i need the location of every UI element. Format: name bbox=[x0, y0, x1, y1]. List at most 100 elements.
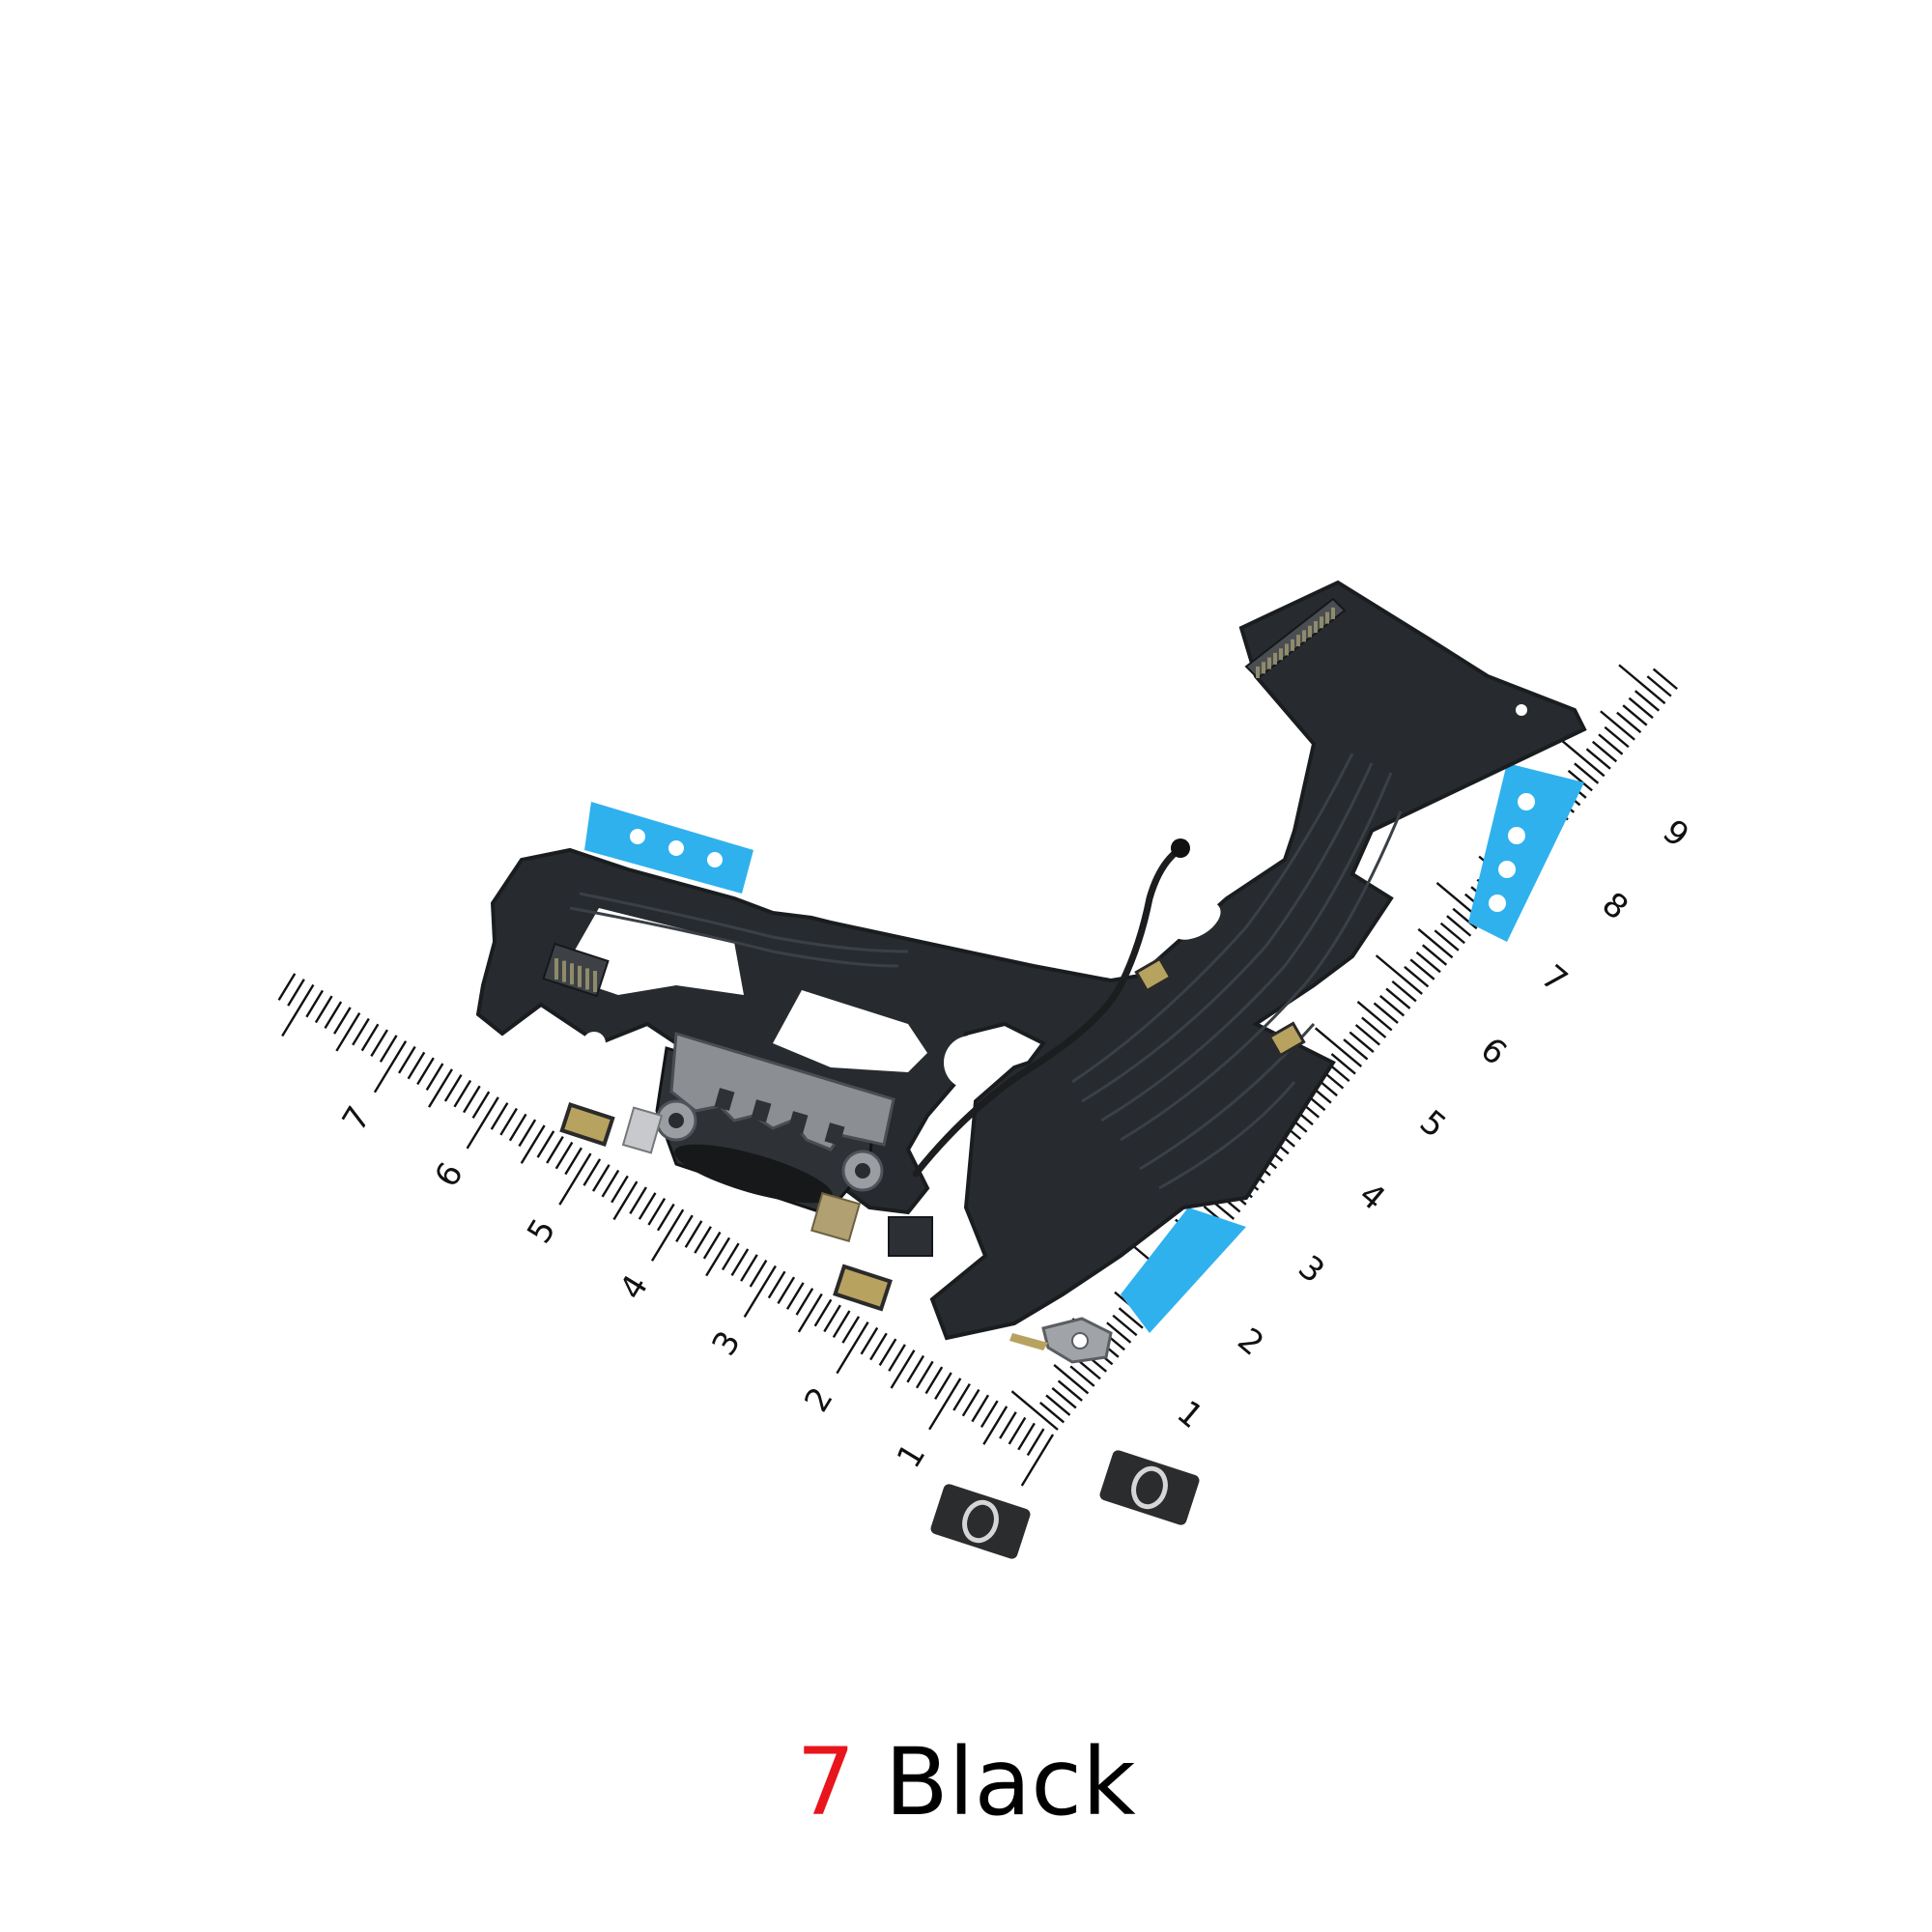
connector-pin bbox=[1279, 648, 1283, 661]
flex-traces bbox=[569, 753, 1403, 1190]
ruler-right-tick bbox=[1574, 762, 1600, 784]
ruler-right-tick bbox=[1557, 736, 1605, 778]
ruler-left-tick bbox=[795, 1288, 814, 1316]
ruler-left-tick bbox=[352, 1017, 370, 1046]
ruler-left-tick bbox=[740, 1254, 758, 1282]
caption-color-name: Black bbox=[884, 1728, 1136, 1836]
connector-pin bbox=[1296, 635, 1300, 647]
board-connector-left bbox=[542, 942, 610, 998]
ruler-left-tick bbox=[928, 1378, 962, 1431]
ruler-left-tick bbox=[934, 1372, 952, 1400]
ruler-left-tick bbox=[443, 1074, 463, 1102]
connector-pin bbox=[593, 971, 597, 992]
board-connector-top bbox=[1244, 597, 1347, 680]
ruler-left-tick bbox=[611, 1175, 629, 1204]
ruler-left-tick bbox=[767, 1270, 786, 1299]
connector-pin bbox=[1262, 662, 1265, 674]
ruler-left-tick bbox=[287, 979, 305, 1007]
flex-cutout-left bbox=[560, 908, 744, 995]
ruler-left-tick bbox=[518, 1119, 537, 1148]
connector-pin bbox=[585, 968, 589, 990]
antenna-connector bbox=[1171, 838, 1190, 858]
adhesive-strips bbox=[584, 763, 1584, 1333]
connector-pin bbox=[1267, 657, 1271, 669]
ruler-left-tick bbox=[335, 1012, 361, 1052]
ruler-right-tick bbox=[1616, 711, 1642, 734]
ruler-left-tick bbox=[841, 1316, 861, 1344]
ruler-left-tick bbox=[777, 1276, 796, 1305]
ruler-right-label: 1 bbox=[1170, 1393, 1210, 1436]
ruler-left-tick bbox=[694, 1226, 712, 1254]
mic-pads bbox=[559, 956, 1306, 1312]
ruler-right-tick bbox=[1045, 1394, 1071, 1416]
ruler-left-tick bbox=[520, 1124, 546, 1164]
ruler-left-tick bbox=[546, 1136, 564, 1164]
antenna-cable bbox=[912, 838, 1190, 1178]
port-opening bbox=[674, 1144, 833, 1204]
ruler-left-tick bbox=[277, 973, 297, 1001]
ruler-left-tick bbox=[373, 1040, 408, 1094]
ruler-left-tick bbox=[890, 1350, 916, 1389]
ruler-left-label: 2 bbox=[797, 1380, 840, 1418]
ruler-left-tick bbox=[1026, 1428, 1045, 1457]
ruler-left-tick bbox=[823, 1304, 841, 1333]
ruler-left-tick bbox=[1008, 1416, 1027, 1445]
ruler-right-tick bbox=[1618, 664, 1666, 705]
ruler-left-tick bbox=[961, 1388, 980, 1417]
ruler-right-tick bbox=[1330, 1053, 1356, 1075]
ruler-right-tick bbox=[1567, 769, 1593, 792]
ruler-right-label: 8 bbox=[1595, 885, 1635, 928]
ruler-right-tick bbox=[1349, 1031, 1375, 1053]
ruler-left-label: 4 bbox=[612, 1268, 656, 1306]
ruler-left-label: 5 bbox=[520, 1212, 563, 1250]
ruler-right-tick bbox=[1010, 1390, 1059, 1431]
ruler-left-tick bbox=[888, 1344, 906, 1372]
ground-bracket bbox=[1009, 1317, 1113, 1364]
ruler-left-tick bbox=[499, 1107, 518, 1136]
ruler-right-label: 9 bbox=[1655, 812, 1695, 856]
ruler-left-tick bbox=[1017, 1422, 1036, 1451]
ruler-left-tick bbox=[463, 1085, 481, 1114]
ruler-left-tick bbox=[324, 1001, 343, 1029]
ruler-right-tick bbox=[1652, 668, 1678, 691]
ruler-left-tick bbox=[982, 1406, 1009, 1445]
mic-pad-right bbox=[1267, 1021, 1306, 1058]
ruler-left-tick bbox=[952, 1383, 971, 1411]
ruler-left-tick bbox=[915, 1360, 934, 1389]
ruler-left-tick bbox=[281, 983, 315, 1037]
ruler-left-tick bbox=[705, 1236, 731, 1277]
ruler-left-tick bbox=[971, 1394, 990, 1423]
ruler-right-tick bbox=[1646, 675, 1672, 697]
ruler-left-tick bbox=[813, 1298, 833, 1327]
ruler-left-tick bbox=[684, 1220, 703, 1248]
connector-pin bbox=[1331, 607, 1335, 619]
connector-pin bbox=[562, 960, 566, 982]
connector-pin bbox=[1308, 625, 1312, 638]
adhesive-strip-right-top bbox=[1468, 763, 1584, 942]
ruler-right-tick bbox=[1378, 995, 1406, 1017]
connector-pin bbox=[1325, 611, 1329, 624]
flex-board bbox=[475, 580, 1587, 1341]
ruler-right-tick bbox=[1417, 927, 1454, 959]
ruler-left-tick bbox=[416, 1057, 435, 1086]
ruler-left-tick bbox=[860, 1326, 879, 1355]
product-caption: 7 Black bbox=[0, 1729, 1932, 1835]
ruler-left-label: 6 bbox=[427, 1156, 470, 1194]
connector-pin bbox=[1302, 630, 1306, 642]
ruler-right-tick bbox=[1373, 1002, 1399, 1024]
ruler-left-tick bbox=[832, 1310, 851, 1338]
connector-pin bbox=[1314, 621, 1318, 633]
ruler-left-tick bbox=[629, 1186, 647, 1214]
ruler-left-tick bbox=[360, 1023, 380, 1052]
ruler-left-tick bbox=[797, 1293, 823, 1333]
ruler-left-tick bbox=[743, 1264, 777, 1319]
mic-pad-middle bbox=[1134, 956, 1173, 993]
ruler-left-tick bbox=[785, 1282, 805, 1310]
ruler-left-tick bbox=[554, 1141, 574, 1170]
ruler-left-tick bbox=[730, 1248, 750, 1276]
ruler-right-tick bbox=[1069, 1365, 1095, 1387]
ruler-left-tick bbox=[721, 1242, 740, 1271]
connector-pin bbox=[578, 965, 582, 987]
ruler-right-tick bbox=[1051, 1386, 1077, 1409]
ruler-left-tick bbox=[924, 1366, 944, 1395]
